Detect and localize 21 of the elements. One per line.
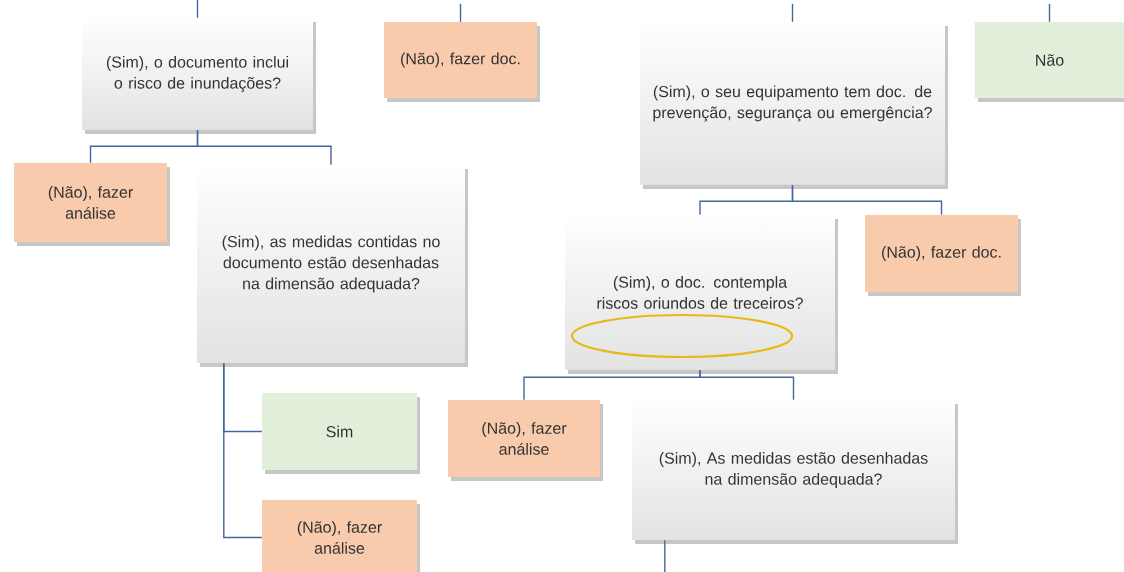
answer-box: Sim [262,393,420,474]
answer-box: Não [975,22,1124,102]
connector-line [459,3,462,23]
question-box: (Sim), as medidas contidas no documento estão desenhadas na dimensão adequada? [197,165,468,367]
connector-line [1048,3,1051,23]
connector-line [196,0,199,19]
question-box: (Sim), o seu equipamento tem doc. de prevenção, segurança ou emergência? [640,22,948,189]
action-box: (Não), fazer doc. [384,22,540,102]
connector-line [699,369,795,401]
connector-line [223,362,263,539]
connector-line [196,129,332,166]
action-box: (Não), fazer análise [448,400,603,481]
action-box: (Não), fazer análise [14,163,170,246]
connector-line [791,3,794,23]
question-box: (Sim), As medidas estão desenhadas na dimensão adequada? [632,400,958,544]
connector-line [791,184,943,216]
connector-line [664,539,666,572]
question-box: (Sim), o doc. contempla riscos oriundos de treceiros? [565,215,838,374]
action-box: (Não), fazer doc. [865,215,1021,296]
question-box: (Sim), o documento inclui o risco de inundações? [82,18,316,134]
action-box: (Não), fazer análise [262,500,420,572]
